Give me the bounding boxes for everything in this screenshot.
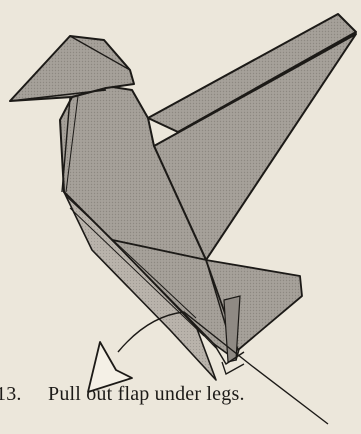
step-caption: 13. Pull out flap under legs. bbox=[0, 383, 361, 423]
step-number: 13. bbox=[0, 383, 22, 406]
step-instruction: Pull out flap under legs. bbox=[48, 383, 245, 406]
